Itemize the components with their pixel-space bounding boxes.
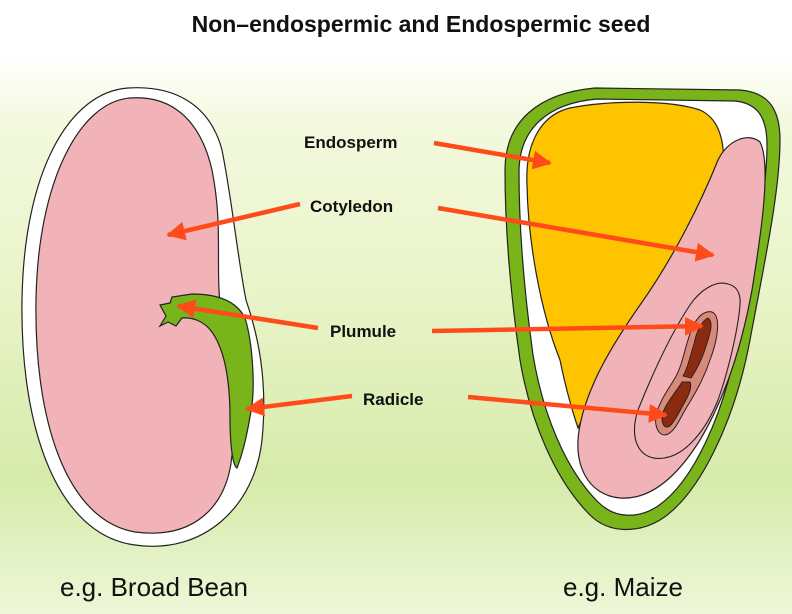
label-plumule: Plumule bbox=[330, 322, 396, 341]
caption-maize: e.g. Maize bbox=[563, 572, 683, 602]
label-cotyledon: Cotyledon bbox=[310, 197, 393, 216]
diagram-title: Non–endospermic and Endospermic seed bbox=[192, 11, 651, 37]
label-radicle: Radicle bbox=[363, 390, 423, 409]
caption-broad-bean: e.g. Broad Bean bbox=[60, 572, 248, 602]
label-endosperm: Endosperm bbox=[304, 133, 398, 152]
